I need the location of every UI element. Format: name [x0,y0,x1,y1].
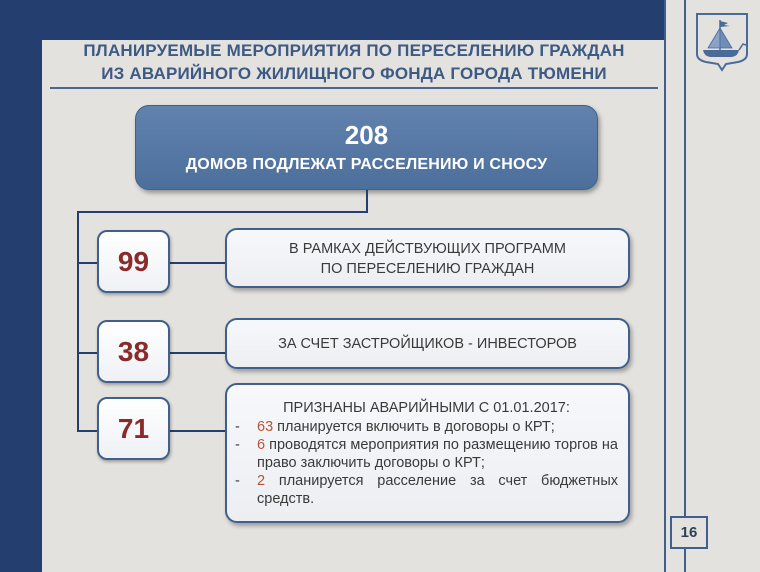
page-number: 16 [670,516,708,549]
connector-71-desc [170,430,225,432]
desc-box-emergency: ПРИЗНАНЫ АВАРИЙНЫМИ С 01.01.2017: -63 пл… [225,383,630,523]
connector-to-71 [77,430,97,432]
emergency-heading: ПРИЗНАНЫ АВАРИЙНЫМИ С 01.01.2017: [283,400,570,416]
connector-vertical [77,211,79,431]
total-houses-count: 208 [344,120,389,150]
count-box-investors: 38 [97,320,170,383]
desc-box-programs: В РАМКАХ ДЕЙСТВУЮЩИХ ПРОГРАММ ПО ПЕРЕСЕЛ… [225,228,630,288]
desc-programs-line-2: ПО ПЕРЕСЕЛЕНИЮ ГРАЖДАН [320,261,535,277]
total-houses-label: ДОМОВ ПОДЛЕЖАТ РАССЕЛЕНИЮ И СНОСУ [185,156,548,173]
connector-trunk [366,190,368,212]
connector-to-38 [77,352,97,354]
connector-38-desc [170,352,225,354]
page-title-line-1: ПЛАНИРУЕМЫЕ МЕРОПРИЯТИЯ ПО ПЕРЕСЕЛЕНИЮ Г… [83,41,625,60]
connector-99-desc [170,262,225,264]
list-item: -6 проводятся мероприятия по размещению … [235,437,618,471]
count-box-emergency: 71 [97,397,170,460]
page-title-line-2: ИЗ АВАРИЙНОГО ЖИЛИЩНОГО ФОНДА ГОРОДА ТЮМ… [101,64,607,83]
title-underline [50,87,658,89]
vertical-divider-left [664,0,666,572]
count-box-programs: 99 [97,230,170,293]
desc-programs-line-1: В РАМКАХ ДЕЙСТВУЮЩИХ ПРОГРАММ [289,241,566,257]
left-decorative-bar [0,0,42,572]
top-decorative-bar [0,0,665,40]
list-item-text: планируется включить в договоры о КРТ; [273,419,555,435]
list-item-text: планируется расселение за счет бюджетных… [257,473,618,507]
connector-to-99 [77,262,97,264]
coat-of-arms-icon [696,13,748,72]
total-houses-box: 208 ДОМОВ ПОДЛЕЖАТ РАССЕЛЕНИЮ И СНОСУ [135,105,598,190]
desc-investors-line: ЗА СЧЕТ ЗАСТРОЙЩИКОВ - ИНВЕСТОРОВ [278,336,577,352]
list-item: -2 планируется расселение за счет бюджет… [235,473,618,507]
list-item-count: 6 [257,437,266,453]
list-item-text: проводятся мероприятия по размещению тор… [257,437,618,471]
list-item-count: 2 [257,473,266,489]
vertical-divider-right [684,0,686,572]
connector-horizontal [77,211,368,213]
desc-box-investors: ЗА СЧЕТ ЗАСТРОЙЩИКОВ - ИНВЕСТОРОВ [225,318,630,369]
list-item: -63 планируется включить в договоры о КР… [235,419,555,435]
list-item-count: 63 [257,419,274,435]
